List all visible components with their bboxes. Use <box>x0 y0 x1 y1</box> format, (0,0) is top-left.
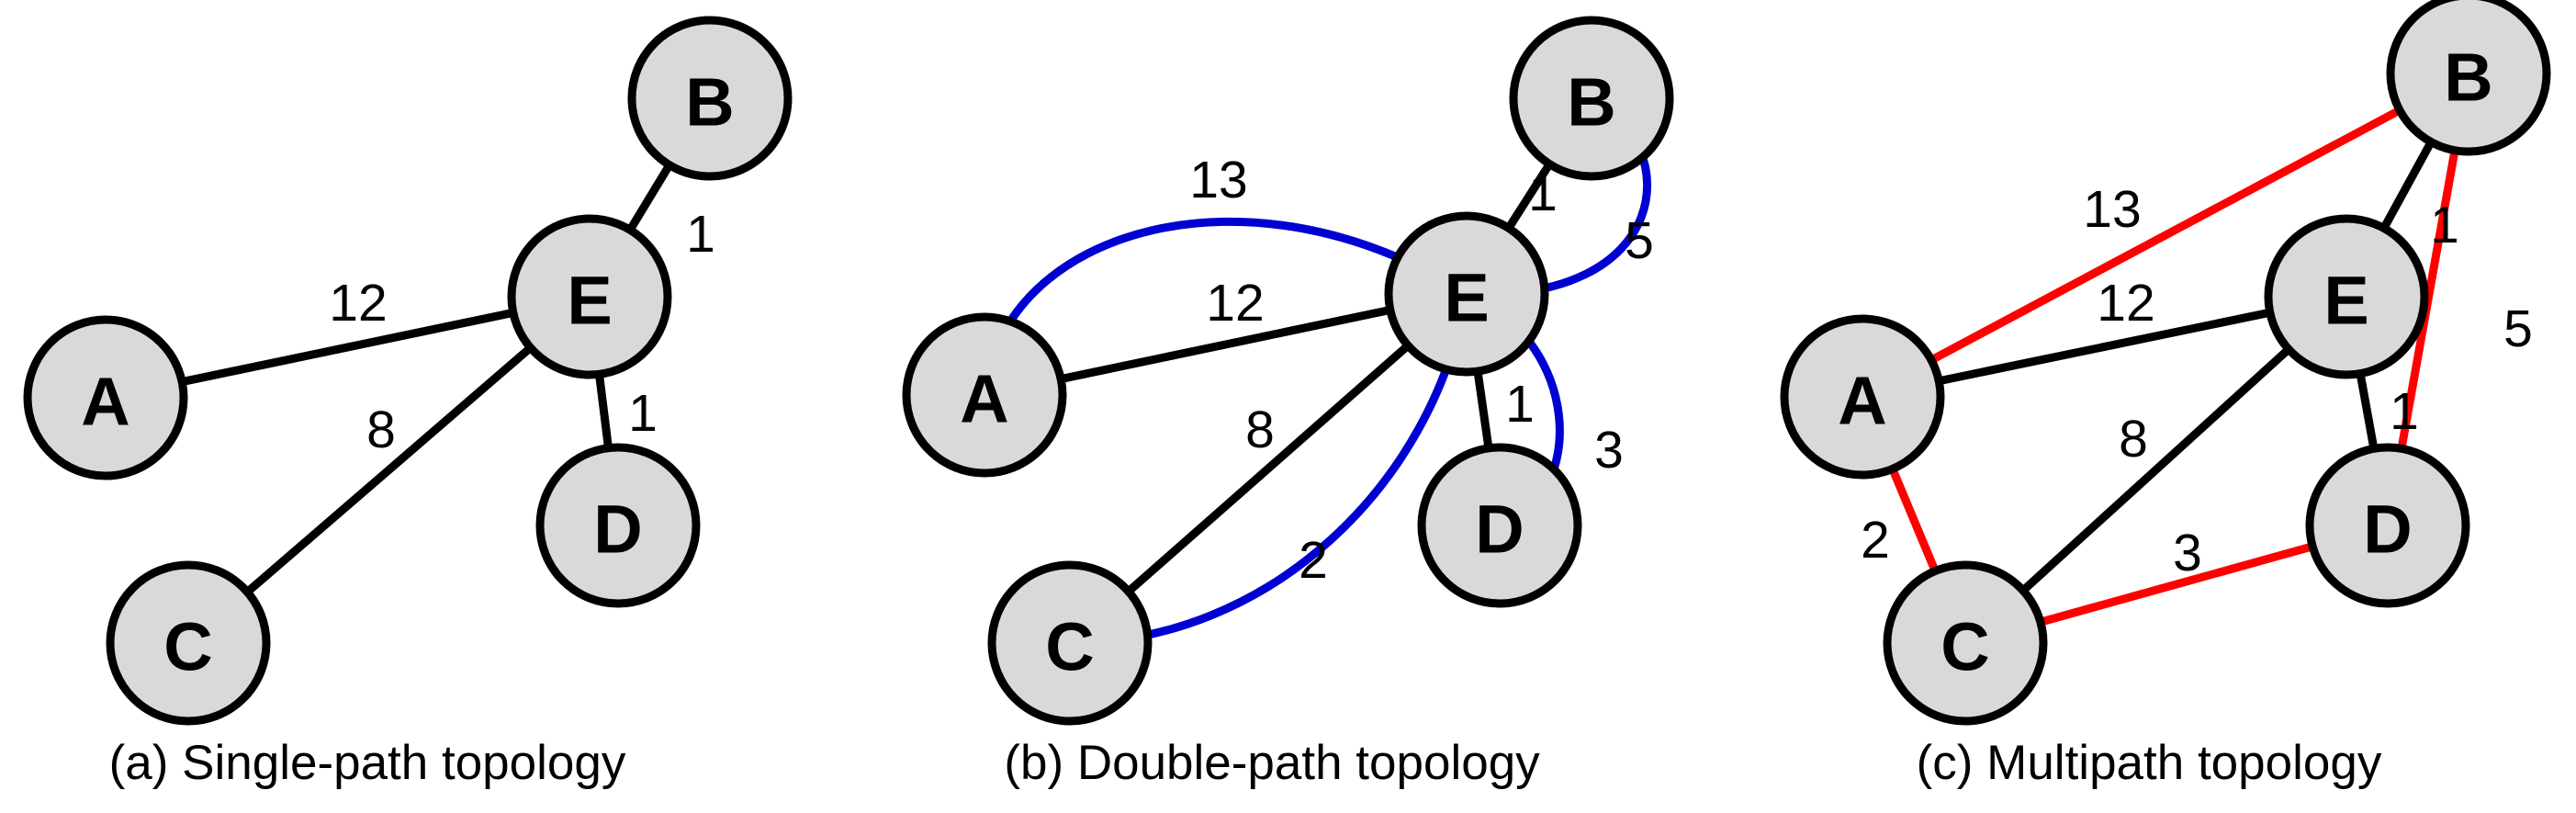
weight-b-A-E-curve: 13 <box>1189 151 1247 209</box>
node-b-A[interactable]: A <box>902 312 1067 478</box>
node-b-D[interactable]: D <box>1417 443 1582 608</box>
node-c-B-label: B <box>2444 40 2492 116</box>
node-c-A[interactable]: A <box>1780 314 1945 480</box>
node-b-B-label: B <box>1567 64 1615 141</box>
weight-b-C-E-curve: 2 <box>1299 531 1328 590</box>
node-a-E[interactable]: E <box>507 214 672 379</box>
node-a-D-label: D <box>593 491 642 568</box>
edge-c-A-E[interactable] <box>1862 292 2347 401</box>
weight-c-C-D: 3 <box>2173 524 2202 582</box>
weight-c-A-C: 2 <box>1861 511 1890 570</box>
weight-b-A-E: 12 <box>1206 274 1264 333</box>
weight-c-D-E: 1 <box>2390 382 2419 441</box>
node-c-D-label: D <box>2363 491 2412 568</box>
panel-a: A B C D E 12 1 8 1 (a) Single-path topol… <box>23 16 793 790</box>
weight-a-B-E: 1 <box>686 205 715 264</box>
node-a-C[interactable]: C <box>106 560 271 726</box>
node-c-A-label: A <box>1838 363 1886 439</box>
node-c-B[interactable]: B <box>2386 0 2551 156</box>
node-a-B-label: B <box>685 64 734 141</box>
node-b-D-label: D <box>1475 491 1524 568</box>
edge-b-C-E[interactable] <box>1067 290 1469 647</box>
node-b-E[interactable]: E <box>1384 211 1549 377</box>
caption-panel-c: (c) Multipath topology <box>1917 736 2382 790</box>
node-a-E-label: E <box>567 263 612 339</box>
node-a-A[interactable]: A <box>23 315 188 480</box>
node-b-C-label: C <box>1045 609 1094 685</box>
node-a-C-label: C <box>163 609 212 685</box>
edge-c-A-B[interactable] <box>1860 70 2471 401</box>
node-b-C[interactable]: C <box>987 560 1153 726</box>
edge-c-C-E[interactable] <box>1962 293 2350 647</box>
weight-a-D-E: 1 <box>628 384 658 443</box>
weight-a-C-E: 8 <box>366 401 396 459</box>
weight-c-B-E: 1 <box>2430 196 2459 254</box>
weight-b-B-E-curve: 5 <box>1625 211 1654 270</box>
weight-b-B-E: 1 <box>1528 164 1558 222</box>
panel-c: A B C D E 13 12 2 1 5 8 3 1 (c) Multipat… <box>1780 0 2551 790</box>
node-b-A-label: A <box>960 361 1008 437</box>
weight-c-B-D: 5 <box>2503 299 2533 358</box>
weight-b-D-E-curve: 3 <box>1594 421 1624 480</box>
weight-b-C-E: 8 <box>1245 401 1275 459</box>
weight-c-A-B: 13 <box>2083 180 2141 239</box>
weight-c-C-E: 8 <box>2119 410 2148 469</box>
node-c-D[interactable]: D <box>2305 443 2470 608</box>
node-a-A-label: A <box>81 364 129 440</box>
caption-panel-a: (a) Single-path topology <box>109 736 626 790</box>
node-b-B[interactable]: B <box>1509 16 1674 181</box>
node-a-B[interactable]: B <box>627 16 793 181</box>
node-a-D[interactable]: D <box>535 443 701 608</box>
node-c-E-label: E <box>2323 263 2368 339</box>
node-c-E[interactable]: E <box>2264 214 2429 379</box>
weight-a-A-E: 12 <box>329 274 387 333</box>
panel-b: A B C D E 13 12 1 5 8 2 1 3 (b) Double-p… <box>902 16 1674 790</box>
caption-panel-b: (b) Double-path topology <box>1004 736 1540 790</box>
edge-a-A-E[interactable] <box>105 292 591 402</box>
weight-c-A-E: 12 <box>2097 274 2154 333</box>
edge-a-C-E[interactable] <box>186 293 592 647</box>
node-c-C[interactable]: C <box>1883 560 2048 726</box>
weight-b-D-E: 1 <box>1505 375 1535 434</box>
node-b-E-label: E <box>1444 260 1489 336</box>
node-c-C-label: C <box>1940 609 1989 685</box>
